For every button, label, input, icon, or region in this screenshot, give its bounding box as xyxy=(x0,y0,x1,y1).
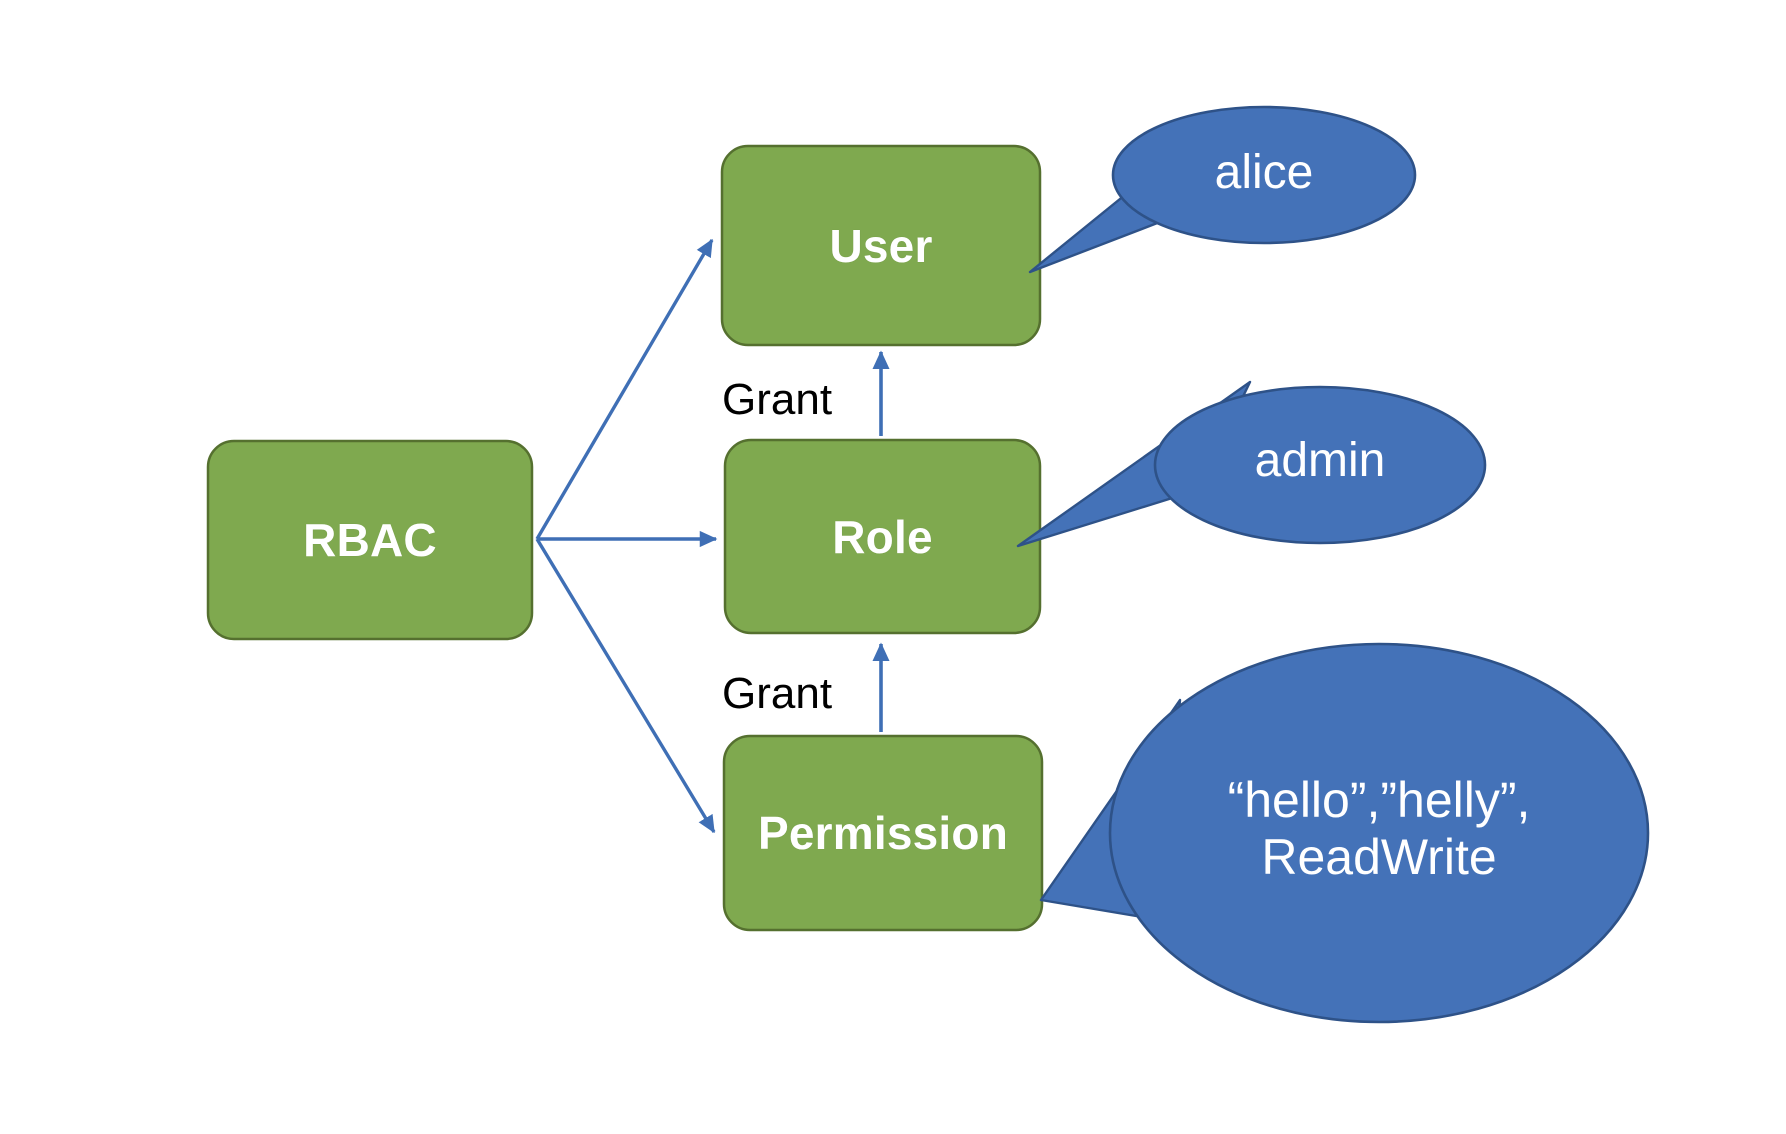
node-shape-permission xyxy=(722,734,1044,932)
callout-shape-permission xyxy=(1039,642,1650,1024)
node-role[interactable]: Role xyxy=(725,440,1040,633)
node-shape-rbac xyxy=(206,439,534,641)
node-role-label: Role xyxy=(832,510,933,563)
edge-rbac-user xyxy=(535,238,714,540)
node-rbac[interactable]: RBAC xyxy=(208,441,532,639)
node-rbac-label: RBAC xyxy=(303,514,437,566)
node-user-label: User xyxy=(829,219,933,272)
callout-shape-alice xyxy=(1028,105,1417,274)
edge-rbac-permission xyxy=(535,538,716,834)
node-permission-label: Permission xyxy=(758,807,1008,859)
node-permission[interactable]: Permission xyxy=(724,736,1042,930)
edge-label-grant-user: Grant xyxy=(722,375,833,424)
node-user[interactable]: User xyxy=(722,146,1040,345)
edge-label-grant-role: Grant xyxy=(722,669,833,718)
callout-shape-admin xyxy=(1016,380,1487,548)
node-shape-user xyxy=(720,144,1042,347)
